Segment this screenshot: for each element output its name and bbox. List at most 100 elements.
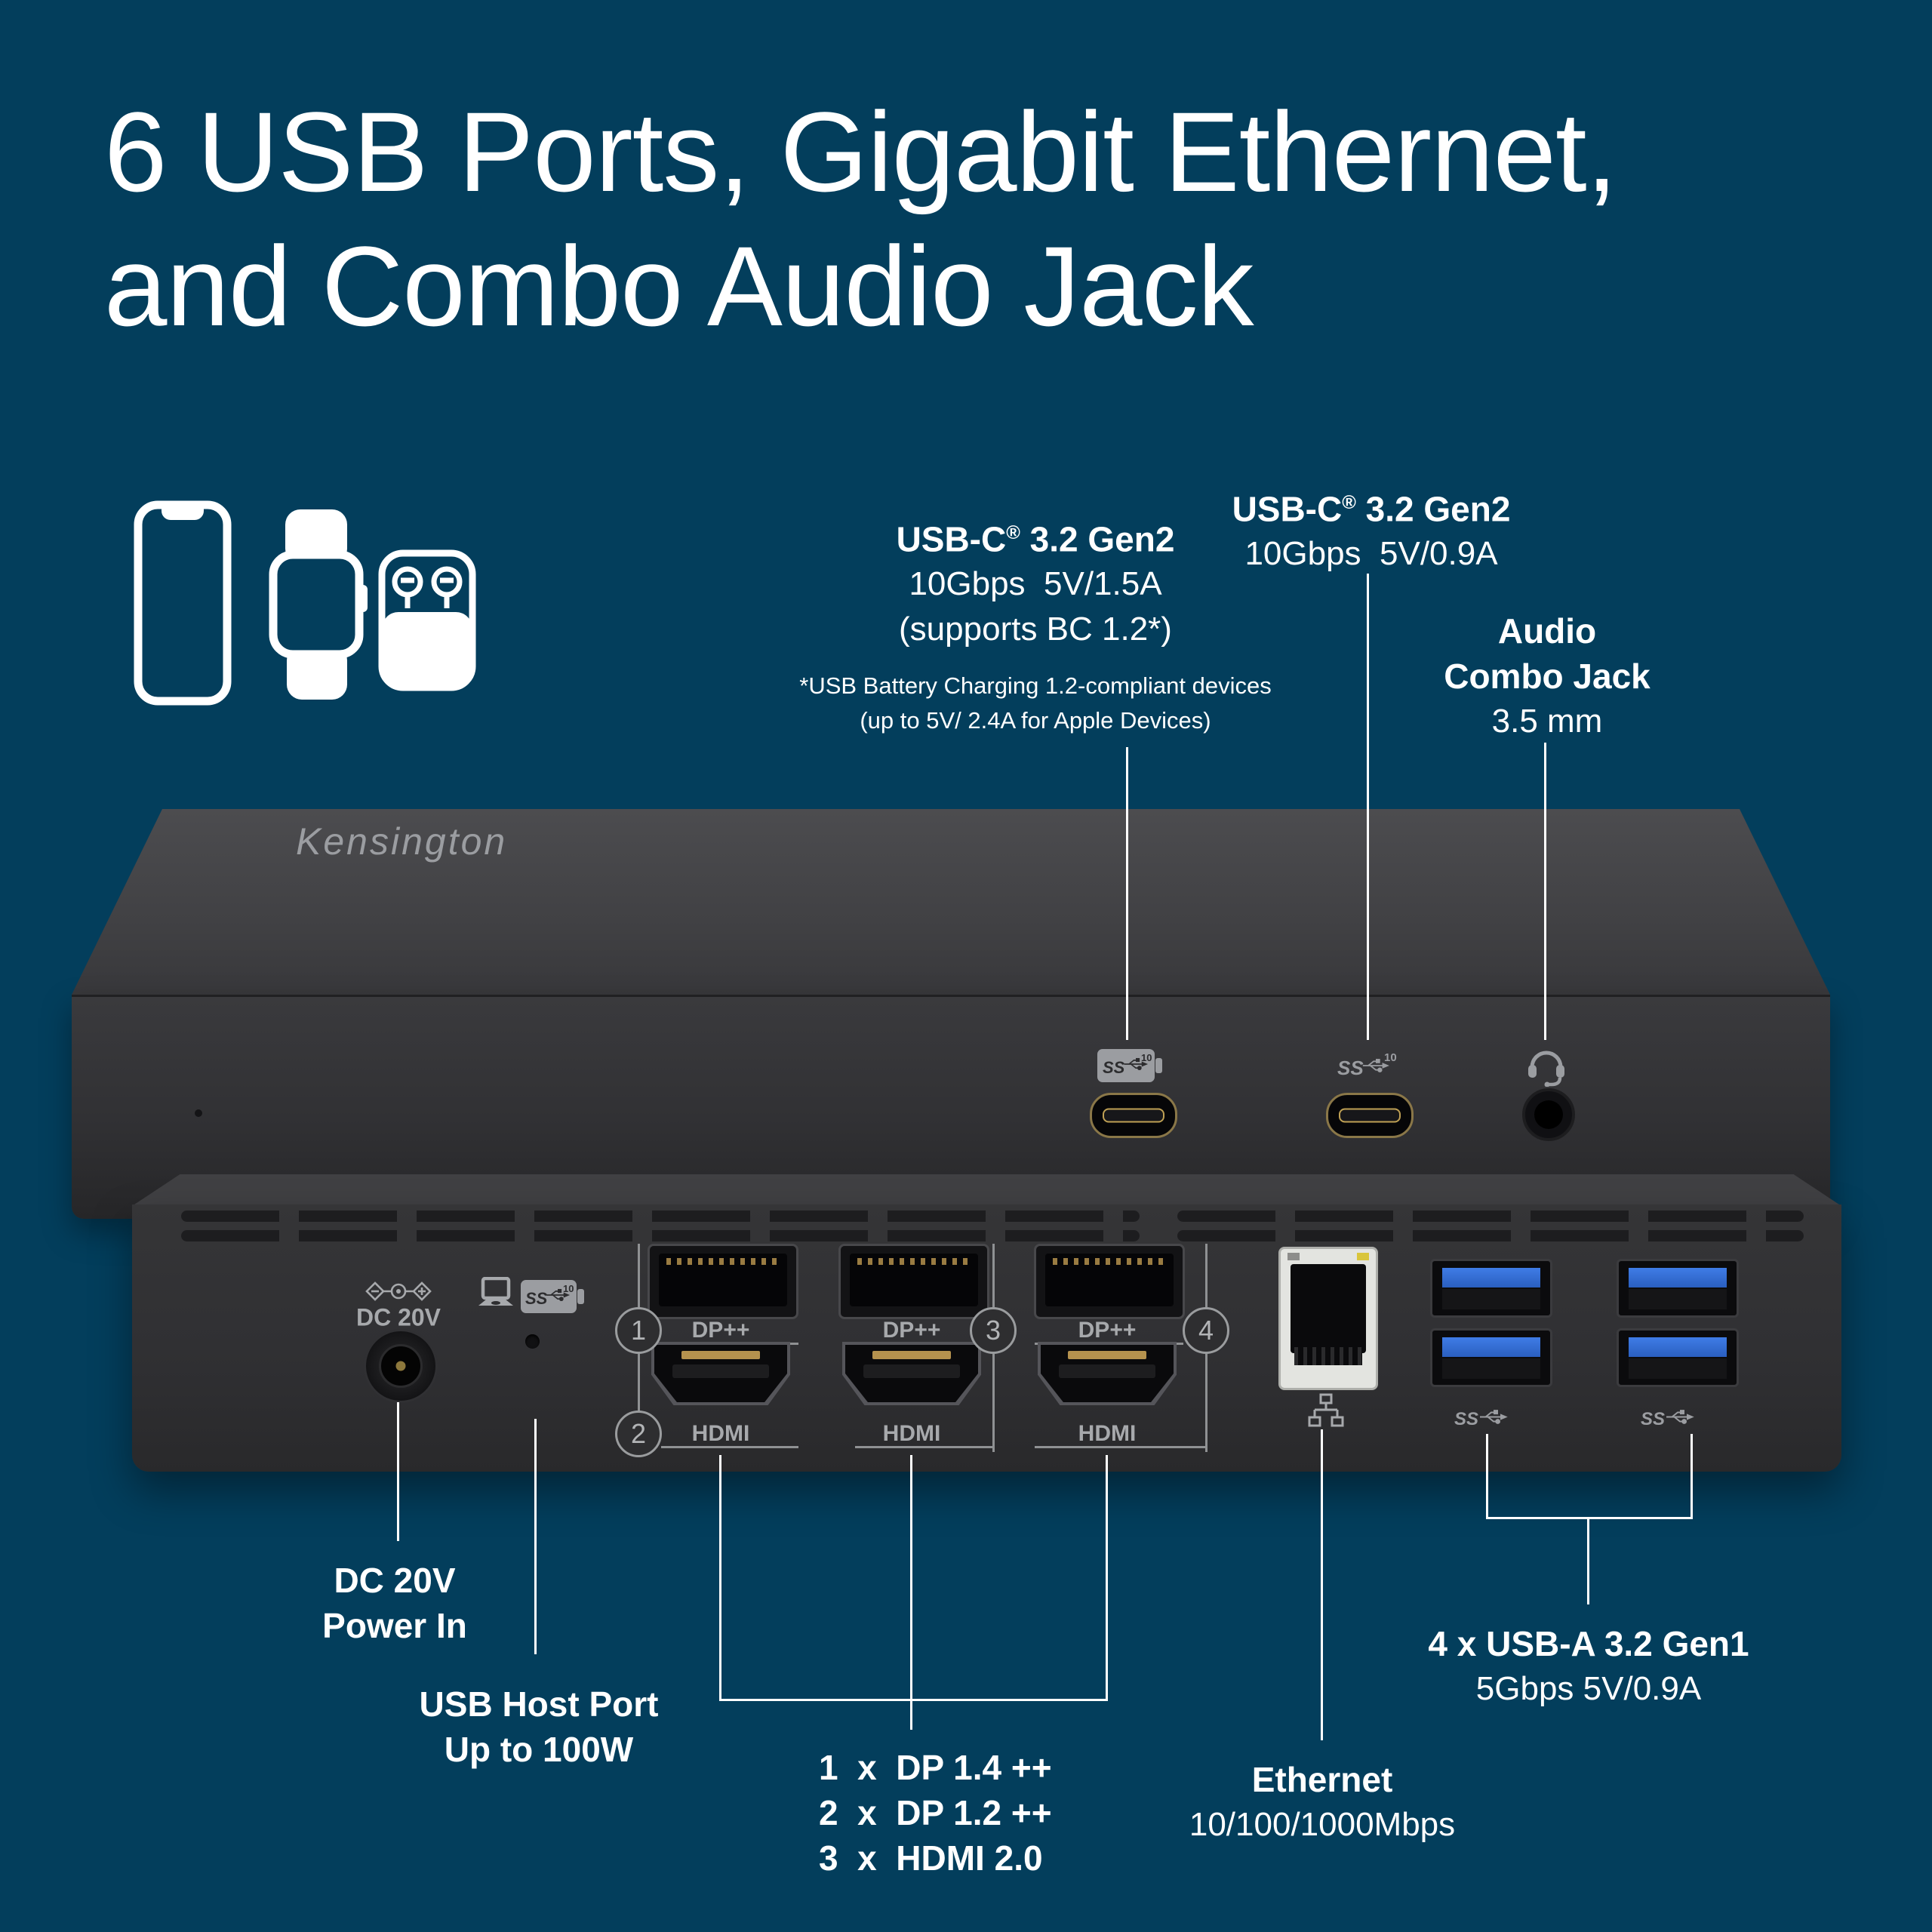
usb-c-tongue	[1103, 1108, 1164, 1123]
callout-usbc1-footnote: *USB Battery Charging 1.2-compliant devi…	[799, 669, 1271, 738]
svg-text:SS: SS	[1337, 1057, 1364, 1079]
ethernet-led-amber	[1357, 1253, 1369, 1260]
callout-line-usba-right	[1690, 1434, 1693, 1517]
callout-line-dc	[397, 1402, 399, 1541]
callout-usbc1-note: (supports BC 1.2*)	[899, 611, 1172, 648]
brand-logo: Kensington	[296, 820, 508, 863]
usb-ss10-icon: SS 10	[1337, 1051, 1397, 1079]
svg-text:10: 10	[1384, 1051, 1397, 1064]
callout-line-ethernet	[1321, 1429, 1323, 1740]
footnote-line-2: (up to 5V/ 2.4A for Apple Devices)	[860, 707, 1211, 734]
dp-label-2: DP++	[882, 1318, 941, 1343]
vent-row	[1177, 1230, 1804, 1241]
hdmi-port-3	[1038, 1342, 1177, 1405]
hdmi-port-2	[842, 1342, 981, 1405]
svg-text:10: 10	[1141, 1052, 1152, 1063]
hdmi-label-2: HDMI	[882, 1421, 941, 1446]
ethernet-callout-line-1: Ethernet	[1251, 1760, 1393, 1799]
callout-usbc1-speed: 10Gbps 5V/1.5A	[909, 565, 1162, 603]
callout-usbc2-heading: USB-C® 3.2 Gen2	[1232, 489, 1511, 529]
reset-pinhole	[525, 1334, 540, 1349]
dp-port-1	[648, 1244, 798, 1319]
ethernet-callout-line-2: 10/100/1000Mbps	[1189, 1806, 1456, 1843]
port-number-3: 3	[970, 1307, 1017, 1354]
callout-usba: 4 x USB-A 3.2 Gen1 5Gbps 5V/0.9A	[1428, 1621, 1749, 1712]
host-callout-line-2: Up to 100W	[444, 1730, 634, 1769]
dc-callout-line-2: Power In	[322, 1606, 467, 1645]
dc-power-port	[364, 1329, 438, 1403]
vent-row	[181, 1230, 1140, 1241]
callout-line-host	[534, 1419, 537, 1654]
ethernet-port	[1278, 1247, 1378, 1390]
port-number-1: 1	[615, 1307, 662, 1354]
dp-label-3: DP++	[1078, 1318, 1137, 1343]
bracket-line	[661, 1446, 798, 1448]
charging-devices-icons	[134, 500, 476, 706]
callout-ethernet: Ethernet 10/100/1000Mbps	[1189, 1757, 1455, 1847]
usb-trident-icon: SS	[1454, 1409, 1509, 1429]
video-callout-line-3: 3 x HDMI 2.0	[819, 1838, 1043, 1878]
usb-a-port-1	[1430, 1259, 1552, 1318]
callout-line-usba-left	[1486, 1434, 1488, 1517]
port-number-4: 4	[1183, 1307, 1229, 1354]
dp-label-1: DP++	[691, 1318, 750, 1343]
callout-line-audio	[1544, 743, 1546, 1040]
earbuds-case-icon	[378, 549, 476, 691]
video-callout-line-1: 1 x DP 1.4 ++	[819, 1748, 1052, 1787]
status-led-hole	[195, 1109, 202, 1117]
callout-usb-host: USB Host Port Up to 100W	[420, 1681, 659, 1772]
dp-port-2	[838, 1244, 989, 1319]
usb-battery-charging-icon: SS 10	[1097, 1049, 1162, 1082]
host-callout-line-1: USB Host Port	[419, 1684, 659, 1724]
usb-trident-icon: SS	[1641, 1409, 1695, 1429]
dp-port-3	[1034, 1244, 1185, 1319]
usb-c-port-front-1	[1090, 1093, 1177, 1138]
callout-line-video-3	[1106, 1455, 1108, 1699]
dc-pin	[395, 1361, 406, 1371]
bracket-line	[1035, 1446, 1206, 1448]
audio-combo-jack-port	[1522, 1088, 1575, 1141]
port-number-2: 2	[615, 1411, 662, 1457]
usb-a-port-4	[1617, 1328, 1739, 1387]
callout-line-usbc2	[1367, 574, 1369, 1040]
network-icon	[1308, 1393, 1344, 1427]
usb-c-tongue	[1339, 1108, 1401, 1123]
callout-audio-line-1: Audio	[1497, 611, 1597, 651]
callout-line-video-2	[910, 1455, 912, 1699]
callout-video-outputs: 1 x DP 1.4 ++ 2 x DP 1.2 ++ 3 x HDMI 2.0	[819, 1745, 1052, 1881]
callout-line-usbc1	[1126, 747, 1128, 1040]
svg-text:SS: SS	[525, 1289, 548, 1308]
title-line-1: 6 USB Ports, Gigabit Ethernet,	[104, 88, 1617, 215]
usb-battery-charging-icon: SS 10	[521, 1280, 584, 1313]
callout-stem-usba	[1587, 1519, 1589, 1604]
hdmi-label-1: HDMI	[691, 1421, 750, 1446]
svg-text:10: 10	[563, 1283, 574, 1294]
footnote-line-1: *USB Battery Charging 1.2-compliant devi…	[799, 672, 1272, 699]
dc-callout-line-1: DC 20V	[334, 1561, 456, 1600]
usb-a-port-2	[1617, 1259, 1739, 1318]
svg-text:SS: SS	[1103, 1058, 1125, 1077]
callout-stem-video	[910, 1701, 912, 1730]
callout-usbc-front-2: USB-C® 3.2 Gen2 10Gbps 5V/0.9A	[1232, 480, 1511, 577]
usb-c-port-front-2	[1326, 1093, 1414, 1138]
smartwatch-icon	[269, 509, 368, 700]
usb-a-port-3	[1430, 1328, 1552, 1387]
callout-usbc-front-1: USB-C® 3.2 Gen2 10Gbps 5V/1.5A (supports…	[897, 510, 1175, 652]
page-title: 6 USB Ports, Gigabit Ethernet, and Combo…	[104, 85, 1617, 353]
callout-bracket-video	[719, 1699, 1108, 1701]
power-in-icon	[365, 1281, 432, 1301]
ethernet-led	[1287, 1253, 1300, 1260]
callout-bracket-usba	[1486, 1517, 1693, 1519]
callout-line-video-1	[719, 1455, 721, 1699]
callout-dc-power: DC 20V Power In	[322, 1558, 467, 1648]
headset-icon	[1528, 1051, 1564, 1087]
callout-audio-jack: Audio Combo Jack 3.5 mm	[1444, 608, 1651, 744]
video-callout-line-2: 2 x DP 1.2 ++	[819, 1793, 1052, 1832]
callout-usbc1-heading: USB-C® 3.2 Gen2	[896, 519, 1175, 559]
callout-usbc2-speed: 10Gbps 5V/0.9A	[1244, 535, 1498, 573]
svg-text:SS: SS	[1454, 1409, 1478, 1429]
bracket-line	[855, 1446, 993, 1448]
jack-hole	[1534, 1100, 1563, 1129]
vent-row	[1177, 1211, 1804, 1222]
